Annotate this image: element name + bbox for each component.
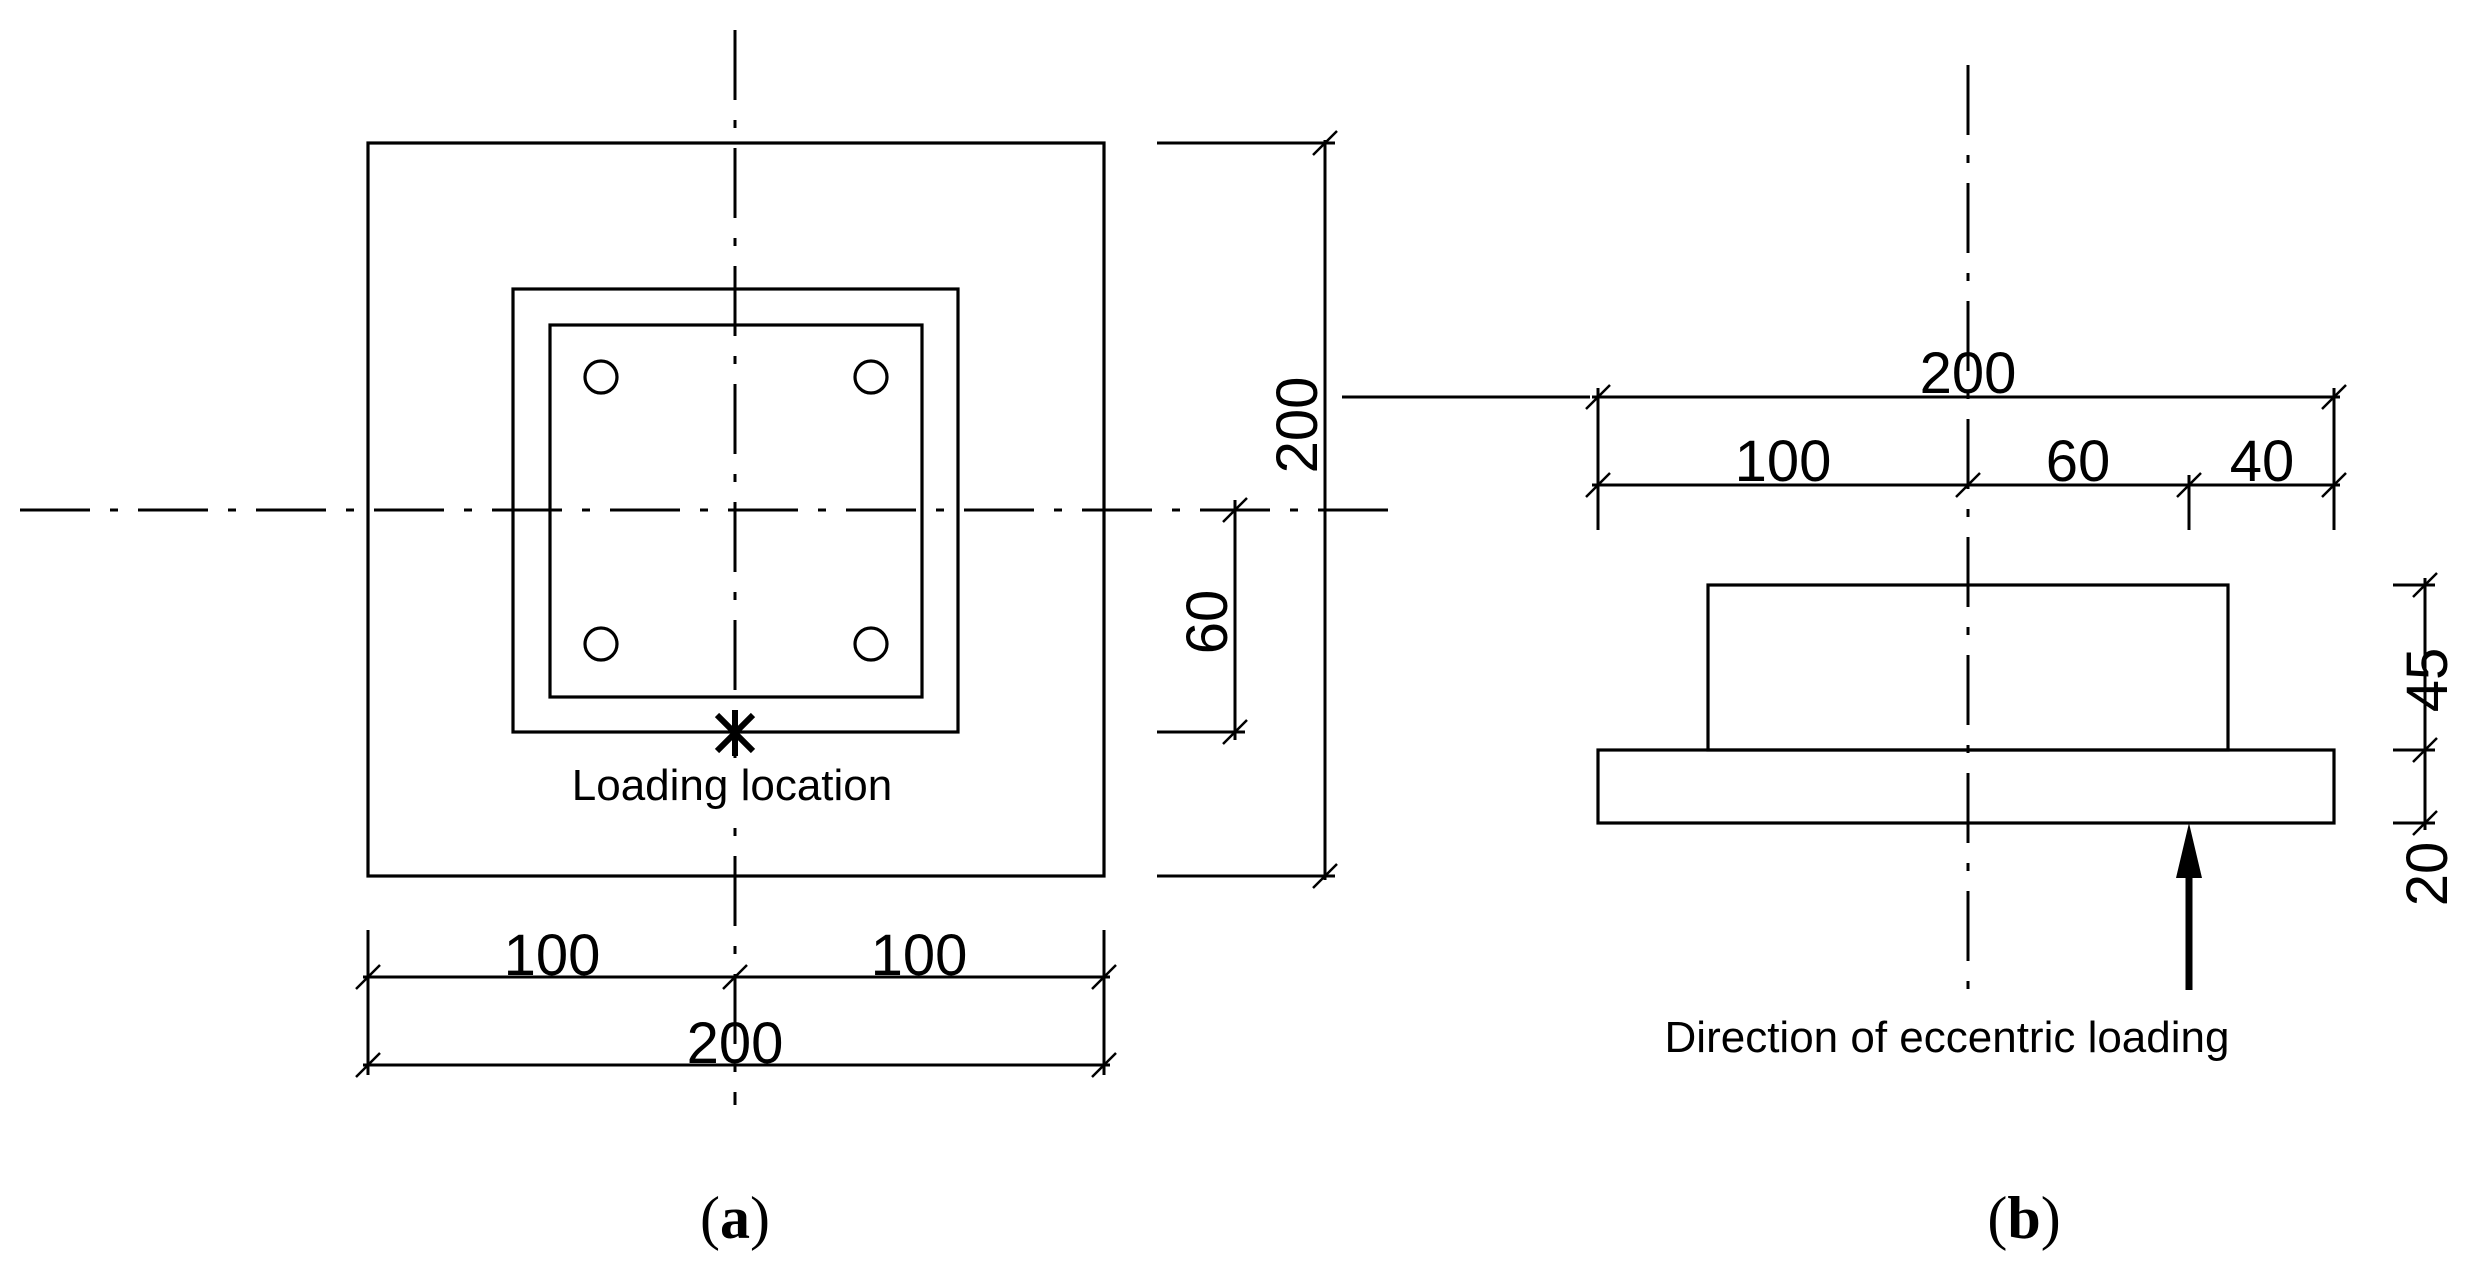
dim-left-text: 100 [1735, 429, 1832, 494]
panel-a-plan-view: Loading location 200 60 100 100 200 (a) [20, 30, 1395, 1251]
dim-mid-text: 60 [2046, 429, 2111, 494]
dim-width-right-text: 100 [871, 923, 968, 988]
panel-a-caption: (a) [700, 1185, 770, 1251]
panel-b-elevation-view: Direction of eccentric loading 200 100 6… [1342, 65, 2460, 1251]
label-background [548, 758, 916, 814]
rebar-bottom-right [853, 626, 889, 662]
outer-slab-outline [366, 141, 1106, 878]
rebar-bottom-left [583, 626, 619, 662]
dim-offset-text: 60 [1175, 590, 1240, 655]
eccentric-loading-label: Direction of eccentric loading [1665, 1013, 2230, 1062]
dim-right-text: 40 [2230, 429, 2295, 494]
slab-elevation [1596, 748, 2336, 825]
dim-width-left-text: 100 [504, 923, 601, 988]
loading-location-label: Loading location [572, 761, 892, 810]
dim-width-total-text: 200 [687, 1011, 784, 1076]
rebar-top-right [853, 359, 889, 395]
dim-base-height-text: 20 [2395, 842, 2460, 907]
loading-location-marker [714, 710, 756, 756]
column-inner-outline [548, 323, 924, 699]
rebar-top-left [583, 359, 619, 395]
dim-height-total-text: 200 [1265, 377, 1330, 474]
panel-b-caption: (b) [1987, 1185, 2060, 1251]
dim-total-text: 200 [1920, 341, 2017, 406]
dim-column-height-text: 45 [2395, 648, 2460, 713]
eccentric-load-arrow-head [2176, 823, 2202, 878]
